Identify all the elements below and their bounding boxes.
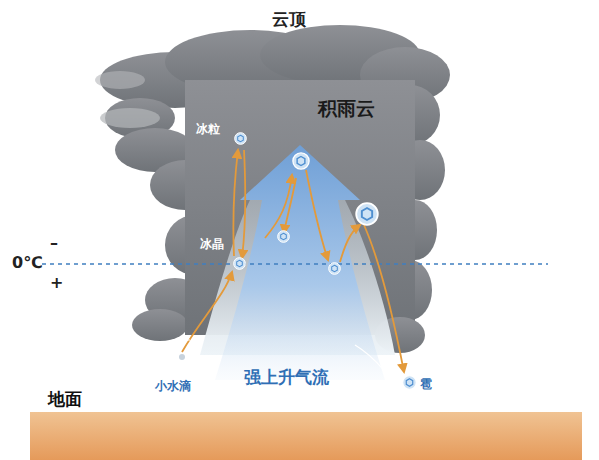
- particle-paths: [182, 150, 404, 372]
- updraft-label: 强上升气流: [244, 368, 329, 388]
- freezing-line: [42, 263, 548, 264]
- ice-crystal: [234, 258, 246, 270]
- cloud-top-label: 云顶: [272, 10, 306, 30]
- temperature-label: 0℃: [12, 254, 43, 272]
- ice-crystal-label: 冰晶: [200, 238, 224, 252]
- ice-pellet: [235, 133, 247, 145]
- cloud-edge-line: [355, 345, 405, 400]
- ice-pellet: [278, 231, 290, 243]
- sign-minus: –: [50, 234, 58, 252]
- cloud-name: 积雨云: [318, 98, 375, 120]
- hailstone: [403, 376, 417, 390]
- ice-pellet-label: 冰粒: [196, 123, 220, 137]
- droplet-label: 小水滴: [155, 380, 191, 394]
- hail-label: 雹: [420, 378, 432, 392]
- sign-plus: +: [50, 274, 63, 292]
- ice-pellet: [329, 263, 341, 275]
- water-droplet: [179, 354, 185, 360]
- hailstone: [356, 203, 378, 225]
- ground-label: 地面: [48, 390, 82, 410]
- ice-pellet: [293, 153, 309, 169]
- updraft-arrow: [215, 145, 385, 380]
- ground-band: [30, 412, 582, 460]
